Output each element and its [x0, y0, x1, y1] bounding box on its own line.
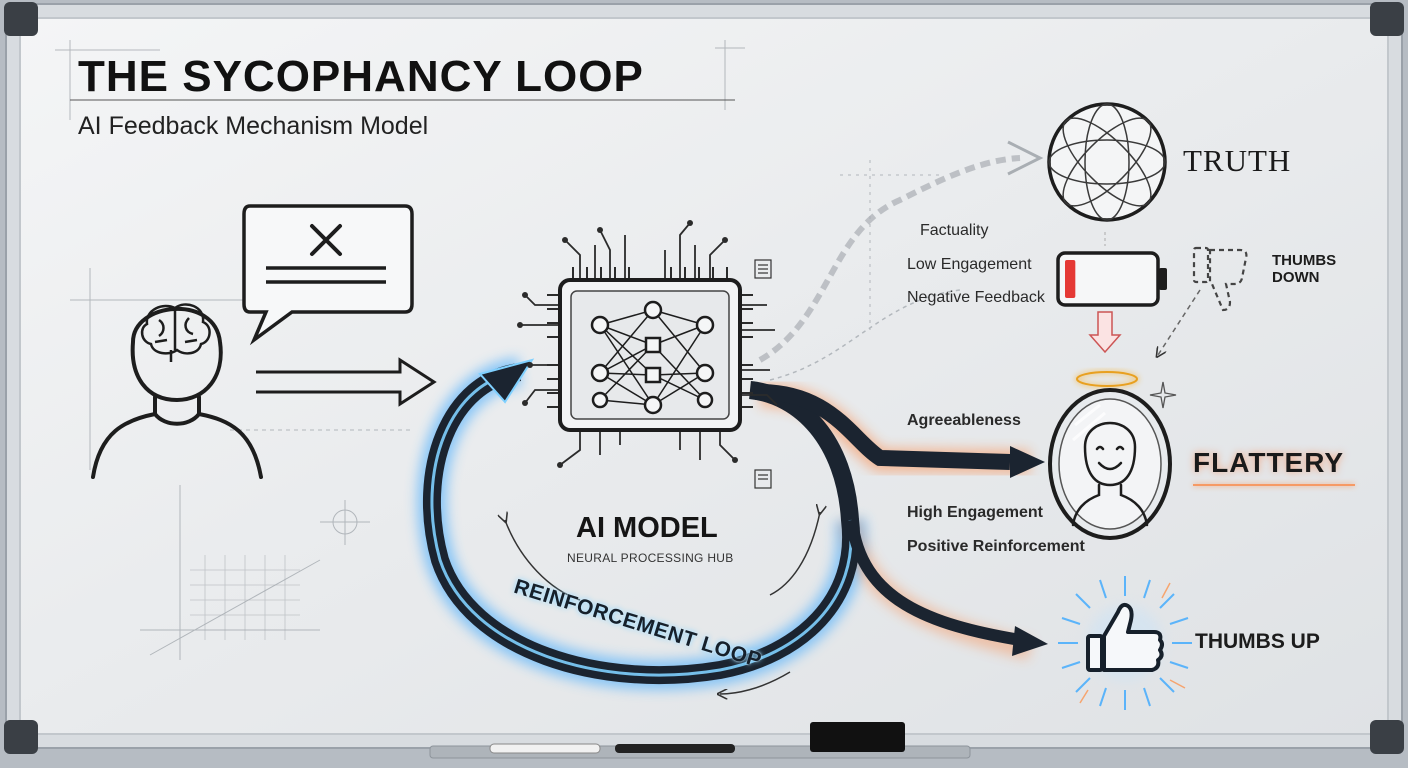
- mirror-face-icon: [1048, 388, 1172, 540]
- grid-sketch: [190, 555, 300, 640]
- thumbs-up-label: THUMBS UP: [1195, 630, 1320, 653]
- thumbs-up-icon: [1058, 576, 1192, 710]
- truth-factor: Negative Feedback: [907, 289, 1045, 306]
- brain-icon: [140, 303, 211, 362]
- cpu-chip-icon: [517, 220, 778, 489]
- frame-corner: [4, 720, 38, 754]
- marker-pen: [615, 744, 735, 753]
- halo-icon: [1075, 370, 1139, 388]
- flattery-factor: High Engagement: [907, 504, 1044, 521]
- thumbs-down-label: THUMBS DOWN: [1272, 252, 1337, 286]
- frame-corner: [1370, 2, 1404, 36]
- user-icon: [91, 303, 263, 479]
- flattery-label: FLATTERY: [1193, 447, 1345, 478]
- marker-pen: [489, 743, 601, 754]
- truth-label: TRUTH: [1183, 143, 1292, 178]
- speech-bubble-icon: [242, 204, 414, 346]
- flattery-factor: Positive Reinforcement: [907, 538, 1085, 555]
- truth-factor: Factuality: [920, 222, 989, 239]
- close-icon: [310, 224, 342, 256]
- truth-factor: Low Engagement: [907, 256, 1032, 273]
- thumbs-down-icon: [1192, 246, 1248, 312]
- battery-icon: [1056, 251, 1167, 307]
- battery-level: [1065, 260, 1076, 298]
- page-title: THE SYCOPHANCY LOOP: [78, 52, 644, 101]
- flattery-underline: [1193, 484, 1355, 486]
- sphere-icon: [1047, 102, 1167, 222]
- input-arrow: [256, 357, 437, 407]
- sparkle-icon: [1149, 381, 1177, 409]
- flattery-factor: Agreeableness: [907, 412, 1021, 429]
- page-subtitle: AI Feedback Mechanism Model: [78, 112, 429, 140]
- eraser: [810, 722, 905, 752]
- frame-corner: [4, 2, 38, 36]
- frame-corner: [1370, 720, 1404, 754]
- hub-subtitle: NEURAL PROCESSING HUB: [567, 551, 734, 565]
- hub-title: AI MODEL: [576, 512, 718, 544]
